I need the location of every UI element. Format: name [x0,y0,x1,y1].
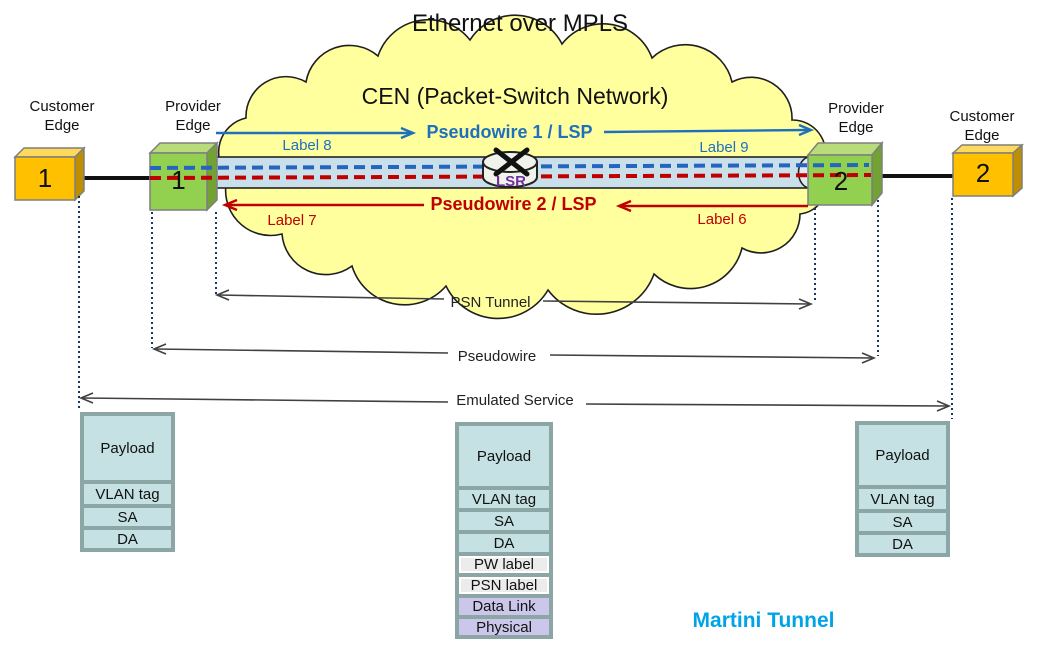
ce2-box-side [1012,143,1023,198]
psn-tunnel-span-label: PSN Tunnel [450,294,531,311]
psn-span-line-left [217,294,445,300]
stack-row-physical: Physical [459,619,549,636]
ce2-label-line2: Edge [964,127,1000,144]
ce1-box-front [14,156,76,201]
ce1-label-line1: Customer [29,98,95,115]
emulated-service-span-arrow [78,392,952,412]
pseudowire-span-arrow [151,343,877,364]
pe2-label: Provider Edge [806,99,906,137]
pe1-number: 1 [171,165,186,195]
martini-tunnel-label: Martini Tunnel [692,609,835,632]
pe2-label-line1: Provider [828,100,884,117]
pe1-box [148,141,219,212]
pw1-label9: Label 9 [699,139,749,156]
pe2-box-top [806,142,884,156]
pw2-label6: Label 6 [697,211,747,228]
pe1-box-front [149,152,208,211]
stack-row-psn-label: PSN label [459,577,549,594]
pw1-arrowhead-right [798,123,815,137]
psn-span-arrowhead-left [214,289,230,301]
pw2-label7: Label 7 [267,212,317,229]
pe2-box-side [871,140,883,208]
ce1-label: Customer Edge [12,97,112,135]
pe1-label-line2: Edge [175,117,211,134]
stack-row-sa: SA [84,508,171,526]
stack-row-payload: Payload [859,425,946,485]
emulated-span-arrowhead-left [78,392,94,404]
cloud-label: CEN (Packet-Switch Network) [361,83,669,109]
stack-row-data-link: Data Link [459,598,549,615]
pseudowire-span-line-left [154,348,449,354]
pseudowire-span-line-right [549,354,874,359]
ce2-number: 2 [975,158,991,188]
pseudowire2-label: Pseudowire 2 / LSP [430,194,597,214]
stack-row-payload: Payload [459,426,549,486]
ce1-box [13,146,86,202]
packet-stack-middle: Payload VLAN tag SA DA PW label PSN labe… [455,422,553,639]
ce2-label-line1: Customer [949,108,1015,125]
packet-stack-left: Payload VLAN tag SA DA [80,412,175,552]
emulated-span-line-left [81,397,449,403]
psn-span-arrowhead-right [798,298,814,310]
pw2-arrowhead-left [221,198,238,212]
pe2-label-line2: Edge [838,119,874,136]
dotted-guides [78,196,953,419]
pe2-number: 2 [833,166,849,196]
ce2-box-top [951,144,1024,154]
emulated-span-line-right [585,403,949,407]
ce1-box-side [74,146,85,202]
lsr-node [482,147,538,188]
ce2-label: Customer Edge [932,107,1032,145]
stack-row-pw-label: PW label [459,556,549,573]
ce2-box [951,143,1024,198]
lsr-label: LSR [496,173,526,190]
stack-row-da: DA [84,530,171,548]
pseudowire1-label: Pseudowire 1 / LSP [426,122,593,142]
psn-span-line-right [542,300,811,305]
stack-row-da: DA [859,535,946,553]
pw2-arrowhead-mid [615,199,632,213]
stack-row-sa: SA [459,512,549,530]
pseudowire-span-arrowhead-left [151,343,167,355]
pw1-arrow-right-segment [603,128,809,134]
pseudowire-span-arrowhead-right [861,352,877,364]
stack-row-vlan: VLAN tag [459,490,549,508]
pseudowire-span-label: Pseudowire [457,348,537,365]
packet-stack-right: Payload VLAN tag SA DA [855,421,950,557]
page-title: Ethernet over MPLS [411,10,629,37]
ce1-label-line2: Edge [44,117,80,134]
stack-row-sa: SA [859,513,946,531]
emulated-service-span-label: Emulated Service [456,392,574,409]
emulated-span-arrowhead-right [936,400,952,412]
ce1-number: 1 [37,163,53,193]
stack-row-payload: Payload [84,416,171,480]
ce1-box-top [13,147,86,158]
ce2-box-front [952,152,1014,197]
stack-row-da: DA [459,534,549,552]
pw1-label8: Label 8 [282,137,332,154]
psn-tunnel-span-arrow [214,289,814,310]
stack-row-vlan: VLAN tag [859,489,946,509]
pe1-label: Provider Edge [143,97,243,135]
pe1-label-line1: Provider [165,98,221,115]
pw1-arrowhead-mid [400,126,417,140]
pe1-box-top [148,142,219,154]
cross-connect-icon [493,147,530,177]
stack-row-vlan: VLAN tag [84,484,171,504]
